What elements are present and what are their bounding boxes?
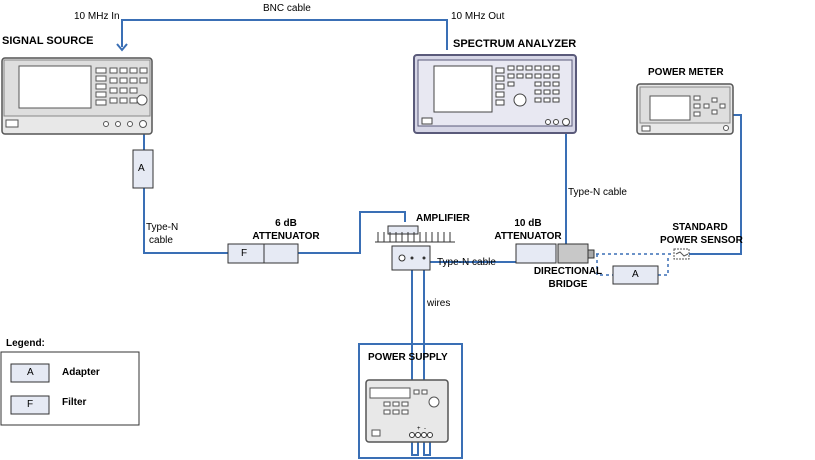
bnc-cable: [121, 19, 448, 50]
power-meter-keys: [693, 95, 726, 117]
amplifier-terminal-2: [422, 256, 426, 260]
signal-source-keypad: [95, 67, 148, 106]
attenuator-10db-box: [515, 243, 557, 264]
directional-bridge-title-line2: BRIDGE: [548, 279, 588, 290]
attenuator-10db-title-line2: ATTENUATOR: [494, 231, 562, 242]
filter-letter: F: [241, 248, 248, 259]
dashed-from-adapter: [658, 258, 669, 276]
standard-sensor-title-line2: POWER SENSOR: [660, 235, 743, 246]
ref-in-label: 10 MHz In: [74, 11, 120, 22]
wires-label: wires: [427, 298, 451, 309]
amplifier-top: [387, 225, 419, 235]
cables: [116, 19, 742, 456]
type-n-cable-left-line1: Type-N: [146, 222, 179, 233]
directional-bridge-port: [587, 249, 595, 259]
power-meter-instrument: [636, 83, 734, 135]
power-sensor-mark: [675, 251, 689, 257]
type-n-cable-left-line2: cable: [149, 235, 173, 246]
amplifier-terminal-1: [410, 256, 414, 260]
adapter-left-box: [132, 149, 154, 189]
legend-adapter-symbol-box: [10, 363, 50, 383]
attenuator-6db-title-line1: 6 dB: [275, 218, 297, 229]
adapter-right-box: [612, 265, 659, 285]
terminal-minus-sign: -: [424, 426, 426, 432]
directional-bridge-device: [557, 243, 595, 264]
power-supply-display: [369, 387, 411, 399]
spectrum-analyzer-knob: [513, 93, 527, 107]
power-supply-frame: [358, 343, 463, 459]
spectrum-analyzer-display: [433, 65, 493, 113]
bnc-arrow: [116, 43, 128, 52]
spectrum-analyzer-keys: [495, 65, 560, 106]
signal-source-power-switch: [5, 119, 19, 128]
amplifier-connector: [398, 254, 406, 262]
legend-adapter-symbol: A: [27, 367, 34, 378]
power-supply-switch: [371, 429, 381, 437]
type-n-cable-left: [143, 188, 228, 254]
optional-path: [590, 253, 674, 276]
power-supply-instrument: + -: [365, 379, 449, 443]
power-meter-connector: [723, 125, 729, 131]
power-meter-display: [649, 95, 691, 121]
directional-bridge-body: [557, 243, 589, 264]
sensor-to-meter-cable: [689, 114, 742, 255]
spectrum-analyzer-power-switch: [421, 117, 433, 125]
power-supply-keys: [383, 389, 428, 415]
signal-source-display: [18, 65, 92, 109]
legend-title: Legend:: [6, 338, 45, 349]
power-meter-switch: [641, 125, 651, 132]
bnc-cable-label: BNC cable: [263, 3, 311, 14]
amplifier-heatsink: [375, 232, 455, 243]
spectrum-analyzer-instrument: [413, 54, 577, 134]
type-n-cable-right-label: Type-N cable: [437, 257, 496, 268]
adapter-left-letter: A: [138, 163, 145, 174]
signal-source-title: SIGNAL SOURCE: [2, 35, 94, 47]
standard-sensor-title-line1: STANDARD: [672, 222, 728, 233]
terminal-plus-sign: +: [417, 426, 421, 432]
legend-filter-symbol-box: [10, 395, 50, 415]
directional-bridge-title-line1: DIRECTIONAL: [533, 266, 603, 277]
attenuator-6db-box: [263, 243, 299, 264]
amplifier-device: [375, 225, 455, 271]
standard-power-sensor: [673, 248, 690, 260]
legend-adapter-text: Adapter: [62, 367, 100, 378]
ref-out-label: 10 MHz Out: [451, 11, 505, 22]
power-supply-terminals: [409, 432, 433, 438]
attenuator-10db-title-line1: 10 dB: [514, 218, 542, 229]
wire-2: [423, 262, 431, 456]
signal-source-connectors: [103, 120, 147, 128]
power-supply-title: POWER SUPPLY: [368, 352, 448, 363]
power-meter-title: POWER METER: [648, 67, 724, 78]
legend-filter-symbol: F: [27, 399, 34, 410]
signal-source-instrument: [1, 57, 153, 135]
spectrum-analyzer-title: SPECTRUM ANALYZER: [453, 38, 577, 50]
dashed-to-adapter: [596, 254, 613, 276]
attenuator-6db-title-line2: ATTENUATOR: [252, 231, 320, 242]
power-supply-knob: [428, 396, 440, 408]
adapter-right-letter: A: [632, 269, 639, 280]
wire-1: [411, 262, 419, 456]
spectrum-analyzer-connectors: [545, 118, 570, 126]
legend-filter-text: Filter: [62, 397, 87, 408]
attenuator-to-amplifier-cable: [298, 211, 406, 254]
signal-source-knob: [136, 94, 148, 106]
amplifier-title: AMPLIFIER: [416, 213, 470, 224]
type-n-cable-mid-label: Type-N cable: [568, 187, 627, 198]
